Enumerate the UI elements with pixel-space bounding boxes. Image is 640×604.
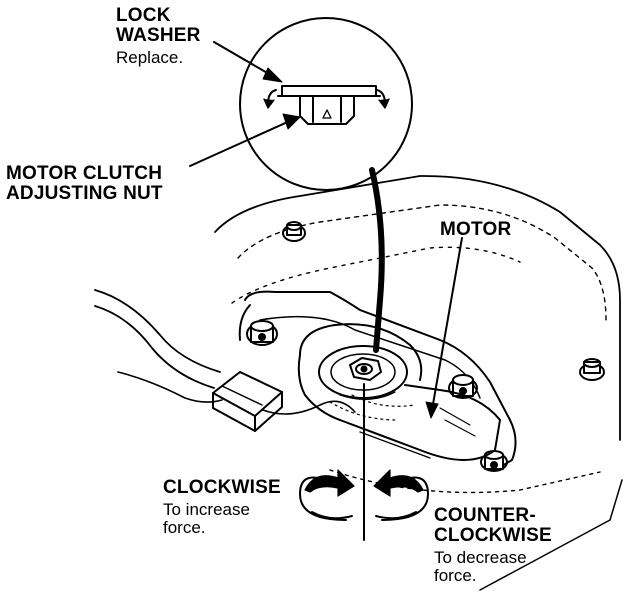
motor-clutch-nut-line-1: MOTOR CLUTCH [6, 163, 163, 184]
motor-label: MOTOR [440, 219, 512, 240]
counter-clockwise-arrow-icon [373, 469, 429, 521]
motor-clutch-nut-label: MOTOR CLUTCH ADJUSTING NUT [6, 164, 163, 204]
clutch-nut-leader [189, 119, 293, 167]
housing-bolt-right [579, 358, 605, 381]
zoom-detail-circle [239, 17, 413, 191]
counter-clockwise-note-1: To decrease [434, 547, 527, 567]
wire-connector [212, 371, 283, 432]
housing-bolt-top [282, 221, 306, 242]
lock-washer-note: Replace. [116, 47, 184, 67]
clockwise-label: CLOCKWISE To increase force. [163, 478, 281, 537]
motor-clutch-nut-line-2: ADJUSTING NUT [6, 182, 163, 204]
housing-plate [214, 175, 623, 591]
clockwise-title: CLOCKWISE [163, 477, 281, 498]
lock-washer-part [281, 85, 377, 97]
clockwise-arrow-icon [299, 469, 355, 521]
detail-connector-line [369, 167, 385, 353]
mount-bolt-left [246, 320, 278, 346]
leader-lines [189, 41, 463, 419]
lock-washer-label: LOCK WASHER Replace. [116, 6, 201, 67]
motor-leader [431, 237, 463, 411]
counter-clockwise-title-1: COUNTER- [434, 505, 536, 526]
counter-clockwise-title-2: CLOCKWISE [434, 524, 552, 546]
adjusting-nut-on-motor [349, 357, 382, 381]
mount-bolt-bottom [480, 450, 508, 472]
wire-harness [94, 289, 356, 415]
counter-clockwise-label: COUNTER- CLOCKWISE To decrease force. [434, 506, 552, 585]
clockwise-note-2: force. [163, 517, 206, 537]
lock-washer-title-1: LOCK [116, 5, 171, 26]
mount-bolt-right [448, 374, 478, 399]
clockwise-note-1: To increase [163, 499, 250, 519]
counter-clockwise-note-2: force. [434, 565, 477, 585]
lock-washer-title-2: WASHER [116, 24, 201, 46]
